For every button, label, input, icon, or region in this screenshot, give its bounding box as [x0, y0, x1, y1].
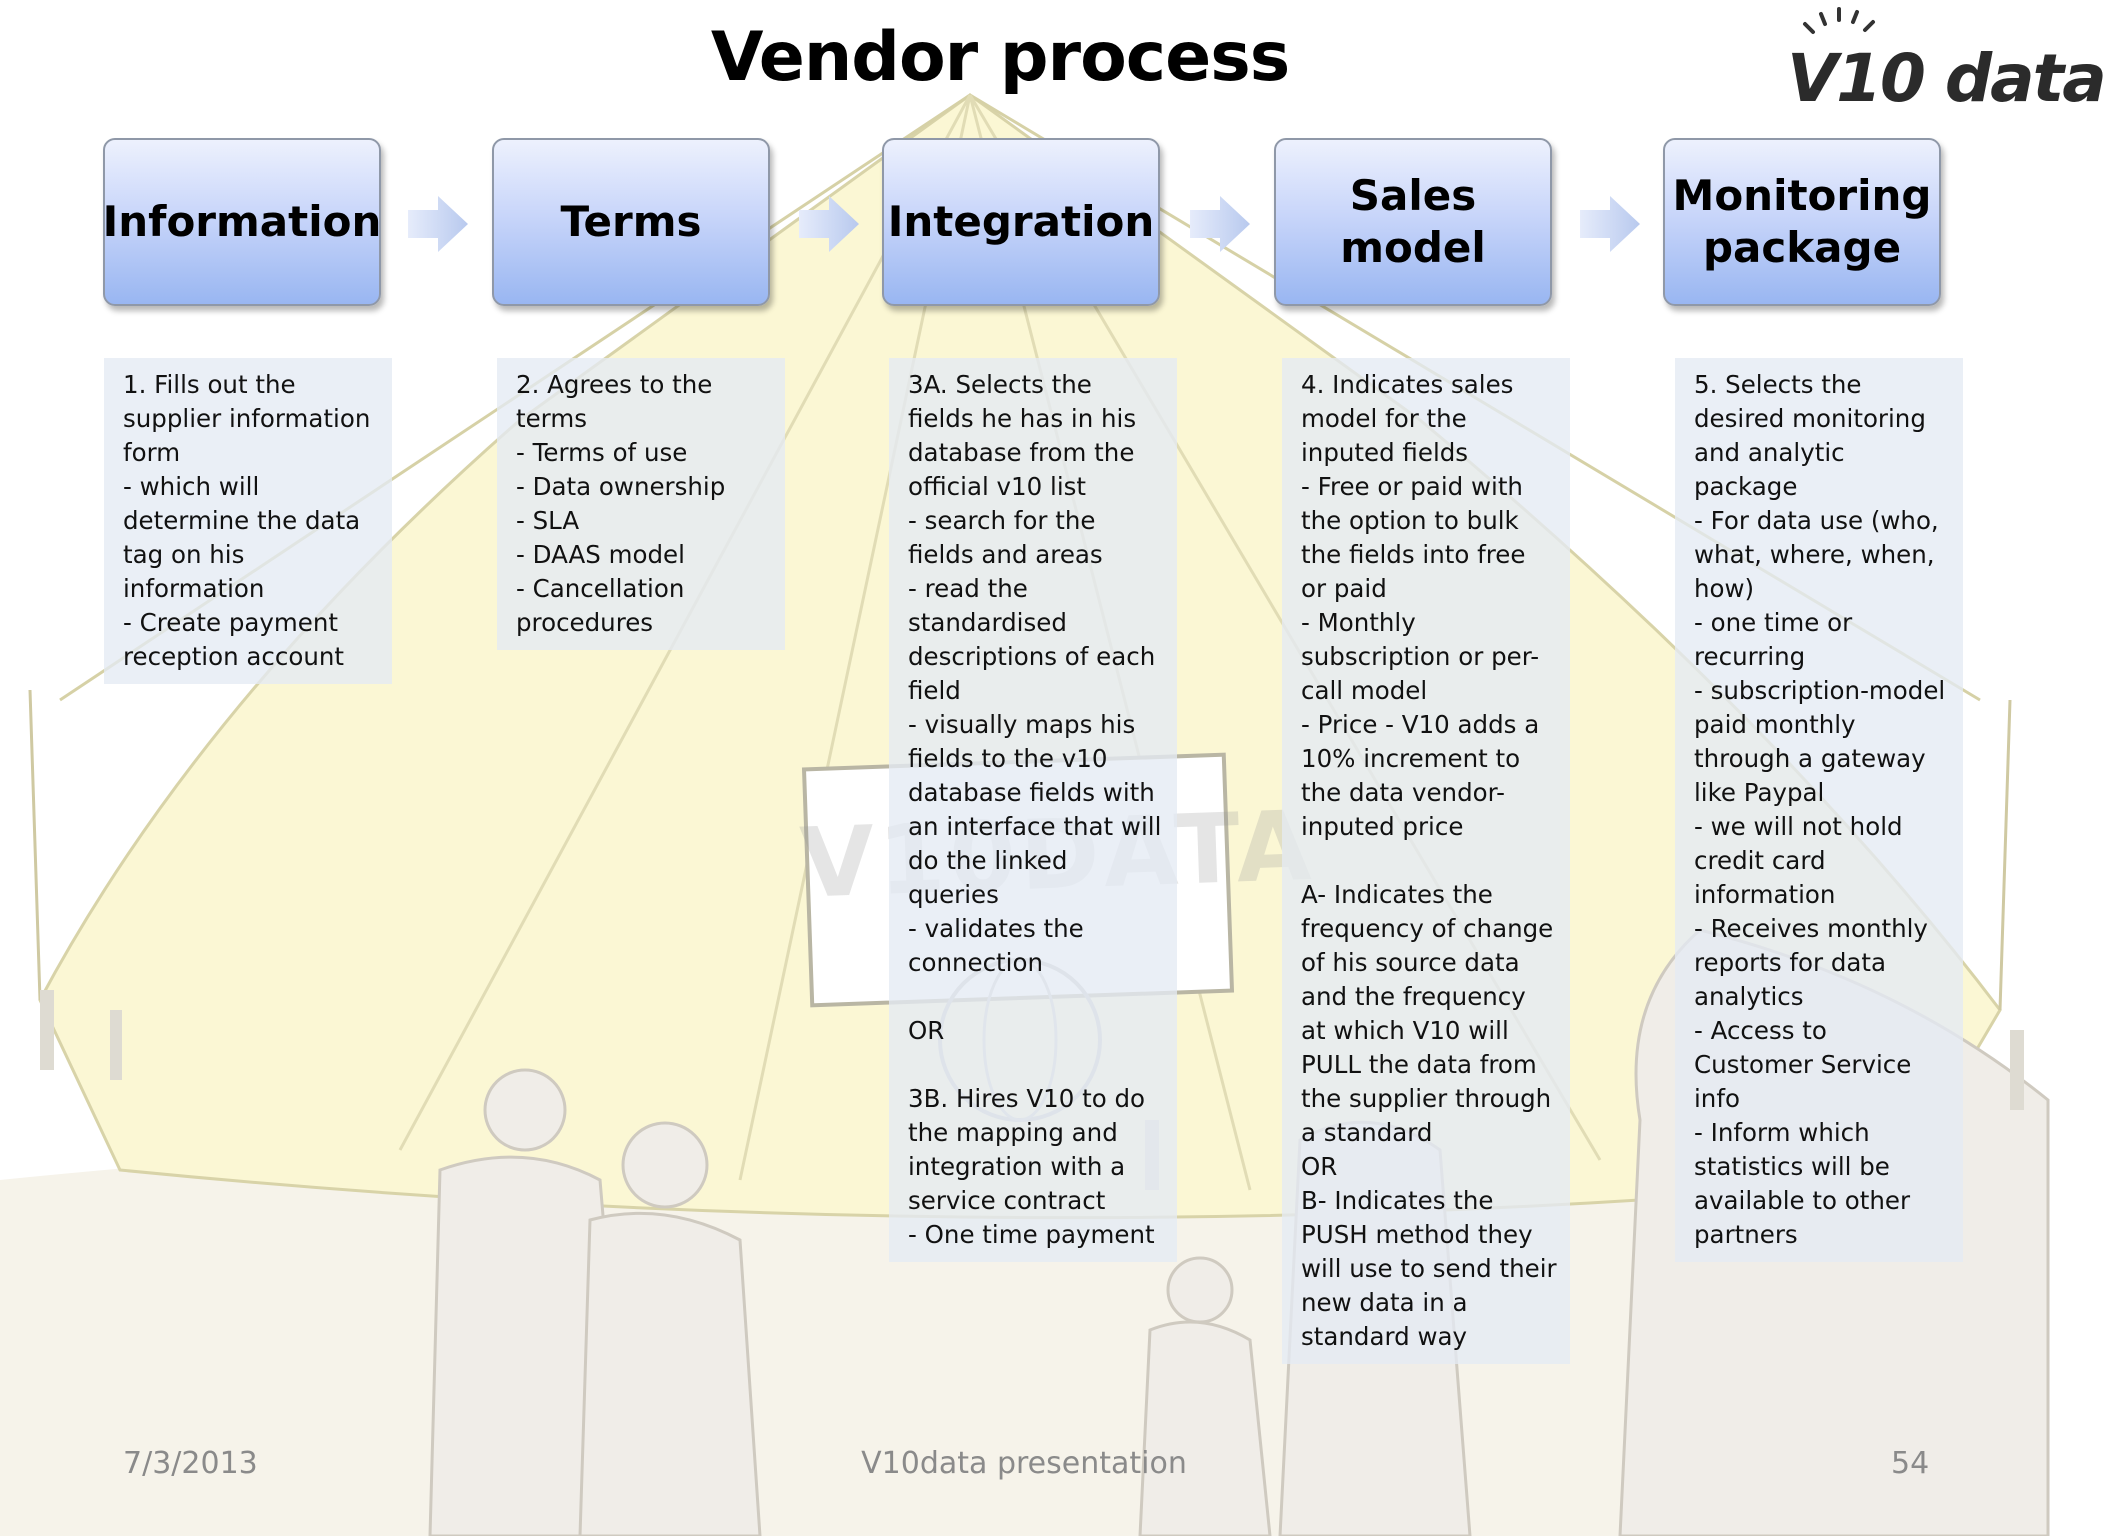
logo-text: V10 data — [1787, 40, 2105, 117]
logo-rays-icon — [1803, 7, 1875, 34]
arrow-right-icon — [408, 196, 468, 252]
footer-presentation-name: V10data presentation — [861, 1446, 1187, 1481]
arrow-right-icon — [1190, 196, 1250, 252]
step-monitoring-package: Monitoring package — [1663, 138, 1941, 306]
step-terms: Terms — [492, 138, 770, 306]
footer-date: 7/3/2013 — [123, 1446, 258, 1481]
description-monitoring-package: 5. Selects the desired monitoring and an… — [1675, 358, 1963, 1262]
description-terms: 2. Agrees to the terms - Terms of use - … — [497, 358, 785, 650]
footer-page-number: 54 — [1891, 1446, 1930, 1481]
step-information: Information — [103, 138, 381, 306]
arrow-right-icon — [1580, 196, 1640, 252]
description-sales-model: 4. Indicates sales model for the inputed… — [1282, 358, 1570, 1364]
description-information: 1. Fills out the supplier information fo… — [104, 358, 392, 684]
step-sales-model: Sales model — [1274, 138, 1552, 306]
description-integration: 3A. Selects the fields he has in his dat… — [889, 358, 1177, 1262]
v10-data-logo: V10 data — [1785, 2, 2105, 117]
step-integration: Integration — [882, 138, 1160, 306]
slide-title: Vendor process — [710, 18, 1290, 97]
arrow-right-icon — [799, 196, 859, 252]
